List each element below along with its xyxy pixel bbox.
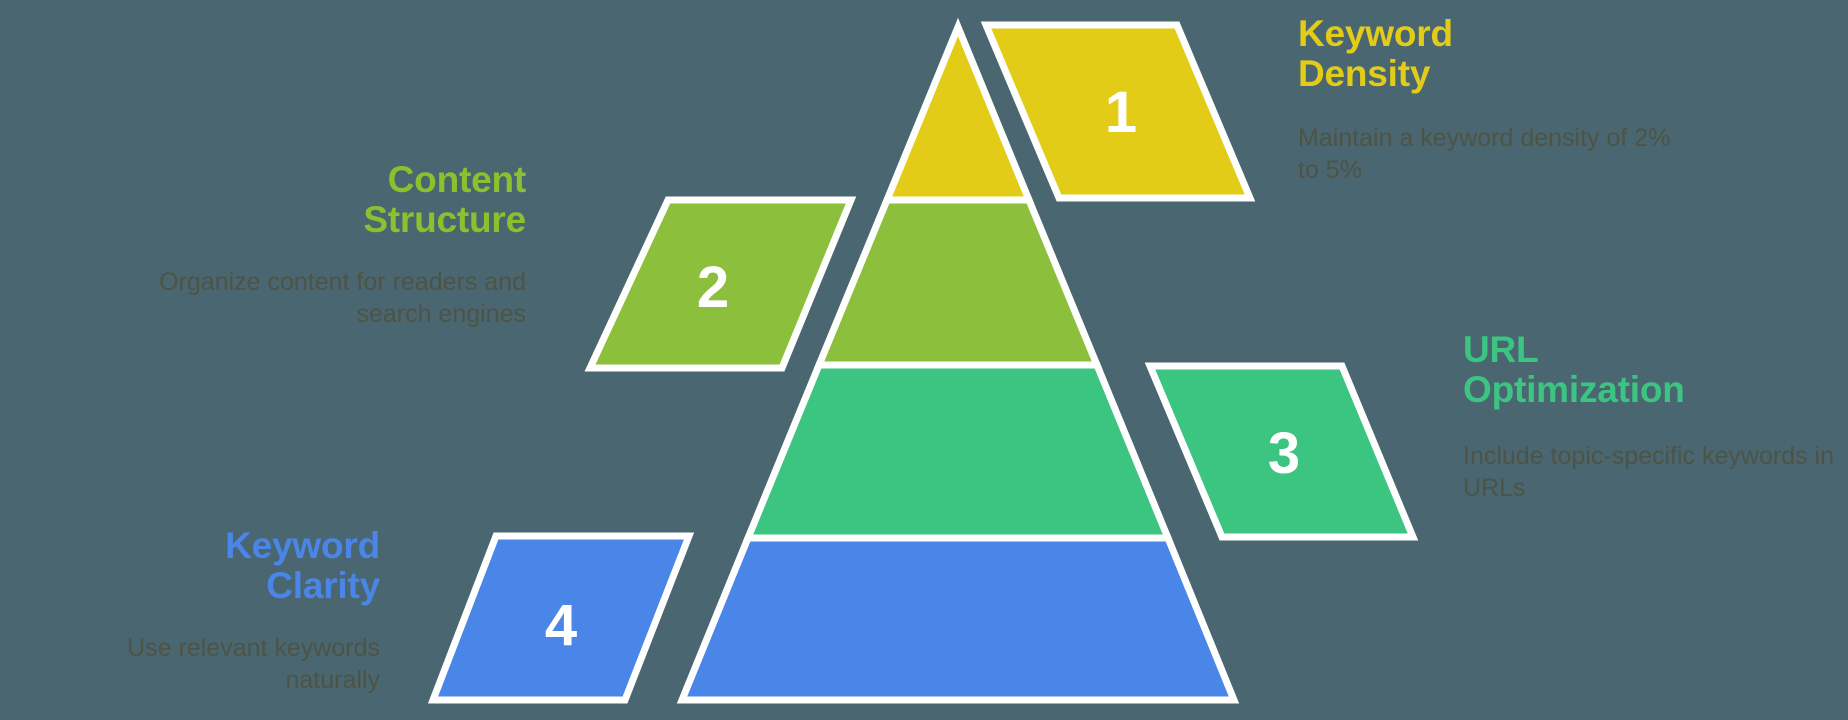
pyramid-tier-2 [813,196,1103,369]
badge-parallelogram-3[interactable] [1144,362,1419,541]
callout-4-description: Use relevant keywords naturally [127,633,380,694]
callout-1-description: Maintain a keyword density of 2% to 5% [1298,123,1671,184]
callout-2-title-line2: Structure [363,198,526,240]
badge-parallelogram-2[interactable] [584,196,857,372]
callout-4-title-line2: Clarity [266,564,380,606]
callout-2-description: Organize content for readers and search … [159,267,526,328]
badge-number-4: 4 [545,593,577,658]
callout-1-title-line1: Keyword [1298,13,1453,54]
callout-3-title-line2: Optimization [1463,368,1685,410]
callout-1-title-line2: Density [1298,52,1431,94]
badge-number-3: 3 [1268,421,1300,486]
badge-parallelogram-4[interactable] [427,532,695,704]
callout-3-title-line1: URL [1463,329,1539,370]
callout-4-title-line1: Keyword [225,525,380,566]
pyramid-tier-4 [676,534,1240,704]
badge-parallelogram-1[interactable] [980,21,1256,202]
callout-3-description: Include topic-specific keywords in URLs [1463,441,1834,502]
badge-number-2: 2 [697,255,729,320]
pyramid-tier-3 [742,361,1174,542]
callout-2-title-line1: Content [387,159,527,200]
badge-number-1: 1 [1105,80,1137,145]
